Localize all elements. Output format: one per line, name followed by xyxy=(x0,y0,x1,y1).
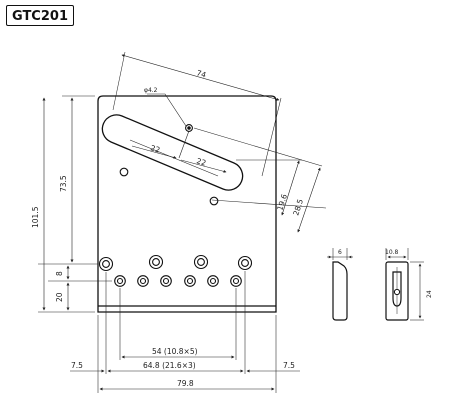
dim-margin-right: 7.5 xyxy=(283,361,295,370)
dim-slot-length: 74 xyxy=(195,68,207,79)
dim-hole-dia: φ4.2 xyxy=(144,87,158,94)
dimension-lines xyxy=(42,54,321,391)
dim-spacing-row-a: 54 (10.8×5) xyxy=(152,347,198,356)
dim-slot-width-b: 28.5 xyxy=(291,198,305,217)
dim-side-thickness: 6 xyxy=(338,249,342,256)
dim-row-gap: 8 xyxy=(55,271,64,276)
dim-height-upper: 73.5 xyxy=(59,175,68,192)
mount-holes xyxy=(119,124,219,206)
dim-spacing-row-b: 64.8 (21.6×3) xyxy=(143,361,196,370)
dim-margin-left: 7.5 xyxy=(71,361,83,370)
extension-lines xyxy=(38,51,327,393)
model-badge: GTC201 xyxy=(6,5,74,26)
dimension-labels: 74 φ4.2 22 22 19.6 28.5 73.5 101.5 8 20 … xyxy=(31,68,305,388)
side-view: 6 xyxy=(327,248,353,321)
saddle-holes-upper xyxy=(98,254,253,272)
dim-side-height: 24 xyxy=(426,290,433,298)
string-holes xyxy=(114,275,242,287)
end-view: 10.8 24 xyxy=(385,248,433,321)
dim-slot-width-a: 19.6 xyxy=(275,193,289,212)
dim-height-total: 101.5 xyxy=(31,206,40,228)
dim-slot-left: 22 xyxy=(149,143,161,154)
dim-bottom-offset: 20 xyxy=(55,292,64,302)
dim-side-width: 10.8 xyxy=(385,249,399,256)
dim-slot-right: 22 xyxy=(195,156,207,167)
pickup-slot xyxy=(101,114,244,191)
dim-total-width: 79.8 xyxy=(177,379,194,388)
